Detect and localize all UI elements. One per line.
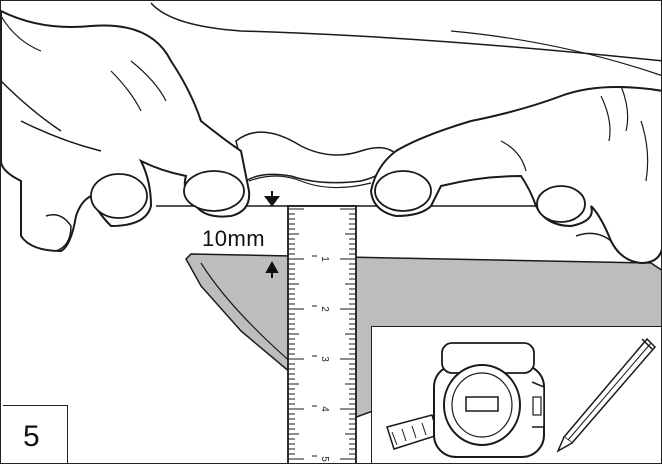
ruler-icon — [287, 205, 357, 463]
tape-measure-icon — [386, 342, 545, 458]
arrow-down-icon — [264, 191, 280, 207]
step-number: 5 — [23, 420, 40, 453]
top-fabric — [1, 1, 661, 61]
right-hand-icon — [369, 85, 661, 265]
ruler-mark-label: 1 — [319, 256, 330, 262]
ruler-mark-label: 3 — [319, 356, 330, 362]
tools-illustration — [386, 337, 657, 458]
measurement-label: 10mm — [202, 226, 266, 251]
step-indicator: 5 — [3, 405, 68, 463]
left-hand-icon — [1, 9, 251, 253]
tools-inset — [371, 326, 661, 463]
ruler-mark-label: 5 — [319, 456, 330, 462]
ruler-mark-label: 2 — [319, 306, 330, 312]
arrow-up-icon — [265, 260, 279, 278]
ruler-mark-label: 4 — [319, 406, 330, 412]
pencil-icon — [556, 337, 657, 453]
